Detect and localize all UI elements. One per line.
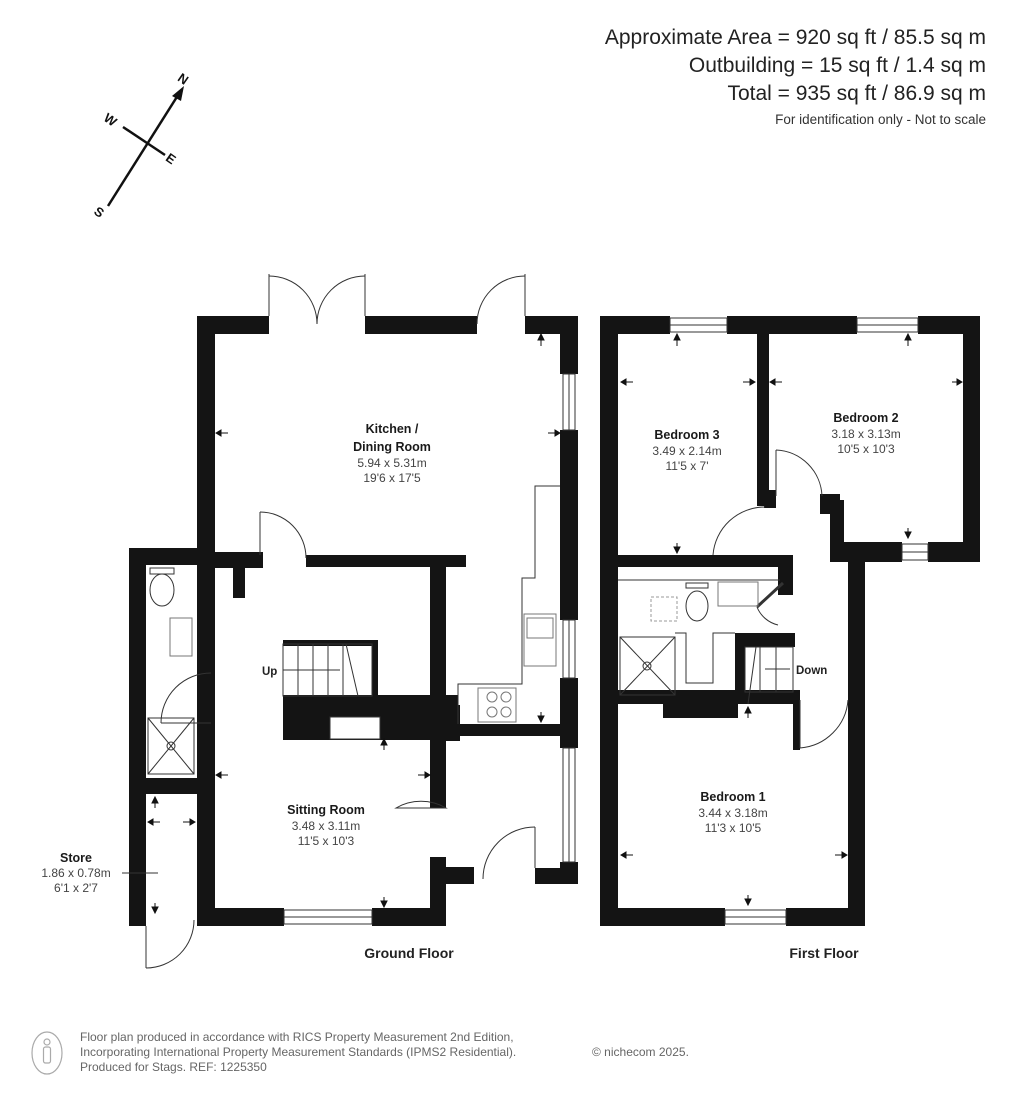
bedroom2-name: Bedroom 2: [833, 411, 898, 425]
disclaimer: For identification only - Not to scale: [775, 112, 986, 127]
measurement-arrows: [147, 332, 963, 915]
compass-n: N: [175, 70, 191, 88]
store-name: Store: [60, 851, 92, 865]
footer-notes: Floor plan produced in accordance with R…: [80, 1030, 516, 1075]
sitting-room-name: Sitting Room: [287, 803, 365, 817]
total-area: Total = 935 sq ft / 86.9 sq m: [727, 82, 986, 105]
bedroom3-metric: 3.49 x 2.14m: [652, 444, 721, 458]
approximate-area: Approximate Area = 920 sq ft / 85.5 sq m: [604, 26, 986, 49]
bedroom1-imperial: 11'3 x 10'5: [705, 821, 762, 835]
area-summary: Approximate Area = 920 sq ft / 85.5 sq m…: [605, 24, 986, 127]
bedroom3-imperial: 11'5 x 7': [665, 459, 708, 473]
kitchen-imperial: 19'6 x 17'5: [363, 471, 421, 485]
kitchen-metric: 5.94 x 5.31m: [357, 456, 426, 470]
store-metric: 1.86 x 0.78m: [41, 866, 110, 880]
sitting-room-imperial: 11'5 x 10'3: [298, 834, 355, 848]
compass-icon: N W E S: [91, 70, 191, 221]
outbuilding-area: Outbuilding = 15 sq ft / 1.4 sq m: [688, 54, 986, 77]
first-floor-label: First Floor: [789, 945, 859, 961]
footer-line-1: Floor plan produced in accordance with R…: [80, 1030, 514, 1044]
bedroom2-imperial: 10'5 x 10'3: [837, 442, 895, 456]
footer-line-3: Produced for Stags. REF: 1225350: [80, 1060, 267, 1074]
stairs-down-label: Down: [796, 665, 827, 677]
compass-w: W: [101, 110, 120, 130]
stairs-up-label: Up: [262, 666, 277, 678]
kitchen-name-1: Kitchen /: [366, 422, 419, 436]
bedroom2-metric: 3.18 x 3.13m: [831, 427, 900, 441]
copyright: © nichecom 2025.: [592, 1045, 689, 1059]
ground-floor-plan: [129, 316, 578, 926]
first-floor-plan: [600, 316, 980, 926]
kitchen-name-2: Dining Room: [353, 440, 431, 454]
footer-line-2: Incorporating International Property Mea…: [80, 1045, 517, 1059]
compass-e: E: [163, 150, 179, 167]
sitting-room-metric: 3.48 x 3.11m: [292, 819, 360, 833]
store-imperial: 6'1 x 2'7: [54, 881, 98, 895]
bedroom1-name: Bedroom 1: [700, 790, 765, 804]
compass-s: S: [91, 203, 107, 220]
person-icon: [31, 1031, 63, 1075]
bedroom1-metric: 3.44 x 3.18m: [698, 806, 767, 820]
ground-floor-label: Ground Floor: [364, 945, 454, 961]
bedroom3-name: Bedroom 3: [654, 428, 719, 442]
